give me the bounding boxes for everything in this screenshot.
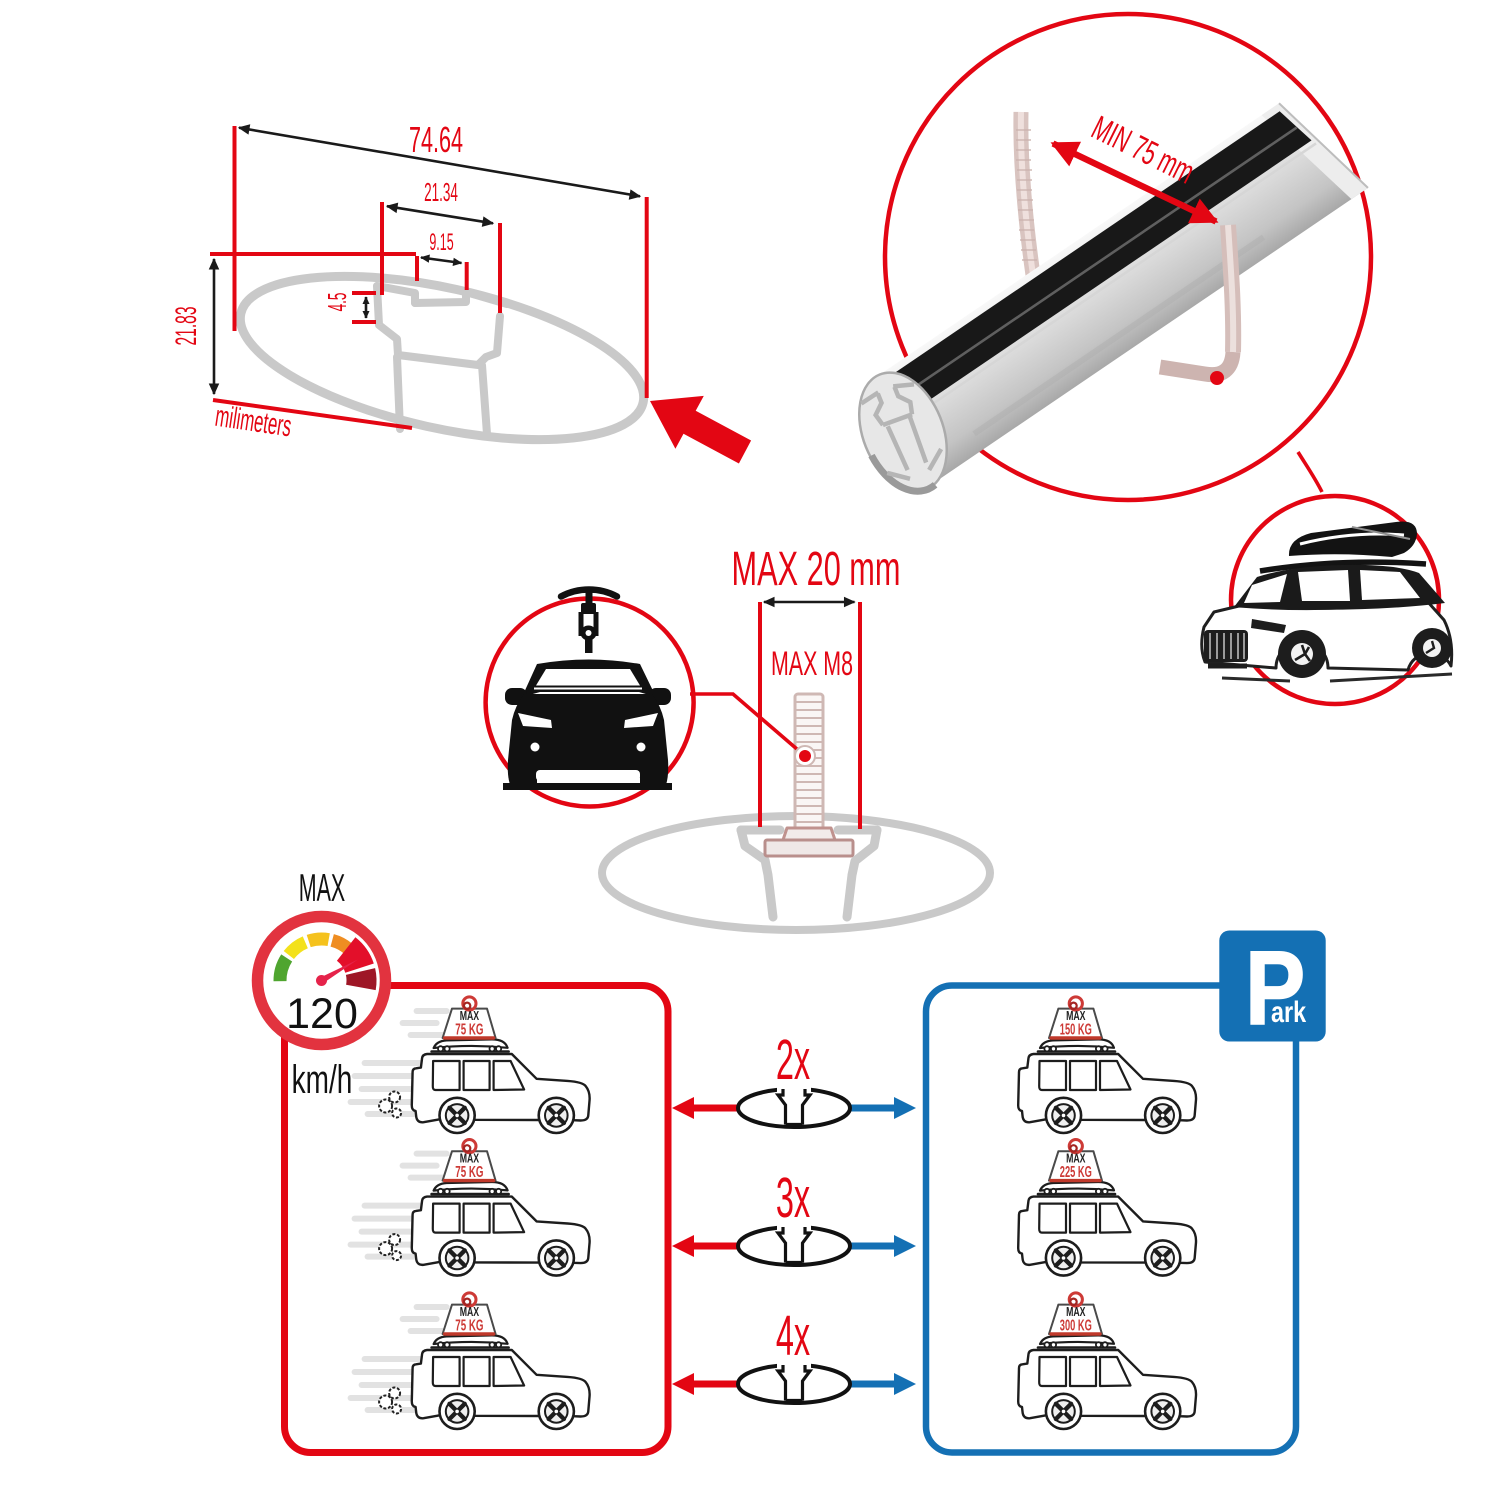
svg-text:P: P <box>1245 929 1305 1047</box>
svg-text:MAX: MAX <box>1066 1306 1086 1320</box>
svg-text:4.5: 4.5 <box>323 293 352 312</box>
svg-text:MAX: MAX <box>299 866 345 909</box>
svg-text:MAX M8: MAX M8 <box>771 645 853 683</box>
svg-text:75 KG: 75 KG <box>455 1020 483 1038</box>
svg-text:MAX: MAX <box>1066 1152 1086 1166</box>
svg-text:MAX 20 mm: MAX 20 mm <box>732 542 901 596</box>
svg-text:300 KG: 300 KG <box>1060 1316 1092 1334</box>
svg-text:9.15: 9.15 <box>429 230 453 256</box>
svg-text:74.64: 74.64 <box>409 120 463 160</box>
svg-text:milimeters: milimeters <box>213 400 294 444</box>
svg-text:4x: 4x <box>776 1303 810 1367</box>
svg-text:75 KG: 75 KG <box>455 1163 483 1181</box>
svg-text:MAX: MAX <box>460 1152 480 1166</box>
svg-text:MAX: MAX <box>1066 1010 1086 1024</box>
svg-text:MAX: MAX <box>460 1010 480 1024</box>
svg-text:ark: ark <box>1271 995 1306 1028</box>
svg-text:150 KG: 150 KG <box>1060 1020 1092 1038</box>
svg-text:km/h: km/h <box>292 1058 353 1102</box>
svg-text:225 KG: 225 KG <box>1060 1163 1092 1181</box>
svg-text:21.83: 21.83 <box>170 306 204 345</box>
svg-text:120: 120 <box>286 990 358 1038</box>
svg-text:21.34: 21.34 <box>424 178 458 207</box>
svg-text:MIN 75 mm: MIN 75 mm <box>1086 108 1201 191</box>
svg-text:3x: 3x <box>776 1165 810 1229</box>
svg-text:2x: 2x <box>776 1027 810 1091</box>
svg-text:75 KG: 75 KG <box>455 1316 483 1334</box>
svg-text:MAX: MAX <box>460 1306 480 1320</box>
